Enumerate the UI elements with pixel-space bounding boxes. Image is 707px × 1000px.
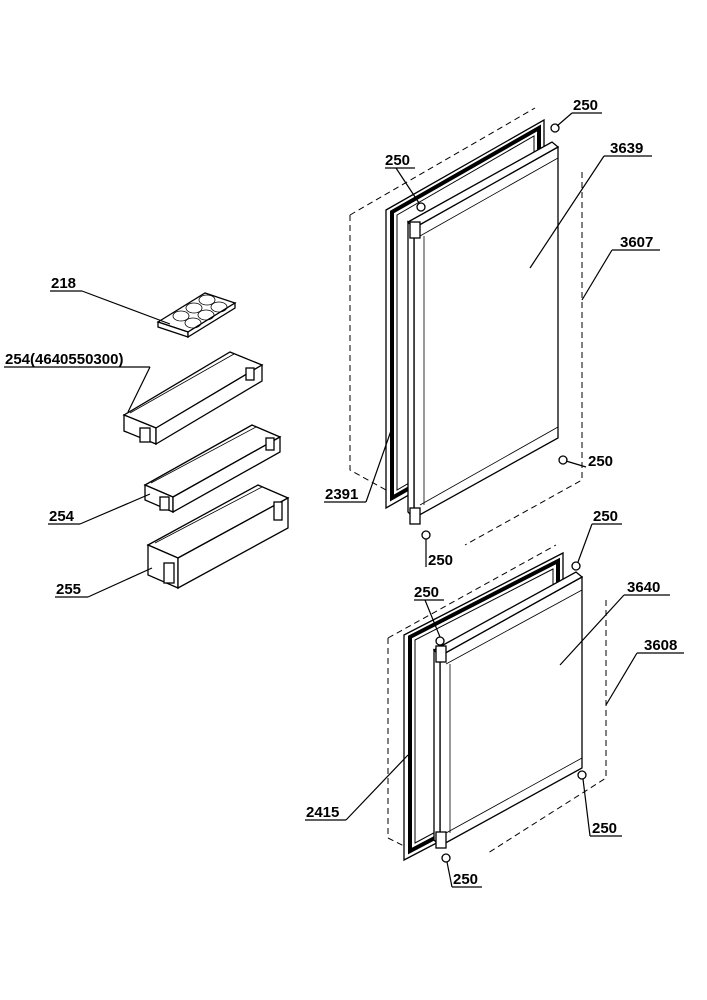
label-2391: 2391 xyxy=(325,486,358,503)
label-254-4640550300: 254(4640550300) xyxy=(5,351,123,368)
door-balcony-lower xyxy=(146,484,290,590)
label-3640: 3640 xyxy=(627,579,660,596)
label-250-upper-left: 250 xyxy=(385,152,410,169)
lower-door-assembly xyxy=(387,544,607,863)
leader-lines xyxy=(4,112,684,888)
label-250-upper-right: 250 xyxy=(573,97,598,114)
label-218: 218 xyxy=(51,275,76,292)
door-balcony-middle xyxy=(143,424,282,514)
label-250-right-mid: 250 xyxy=(588,453,613,470)
label-3607: 3607 xyxy=(620,234,653,251)
label-3639: 3639 xyxy=(610,140,643,157)
egg-tray xyxy=(156,292,237,339)
label-250-lower-right: 250 xyxy=(592,820,617,837)
label-250-bottom: 250 xyxy=(453,871,478,888)
label-254: 254 xyxy=(49,508,75,525)
label-250-lower-left: 250 xyxy=(414,584,439,601)
label-3608: 3608 xyxy=(644,637,677,654)
label-250-lower-top: 250 xyxy=(593,508,618,525)
upper-door-assembly xyxy=(349,107,583,546)
door-balcony-upper xyxy=(122,351,264,446)
part-labels: 218 254(4640550300) 254 255 2391 3639 36… xyxy=(5,97,677,888)
label-2415: 2415 xyxy=(306,804,339,821)
label-255: 255 xyxy=(56,581,81,598)
label-250-below-upper-door: 250 xyxy=(428,552,453,569)
